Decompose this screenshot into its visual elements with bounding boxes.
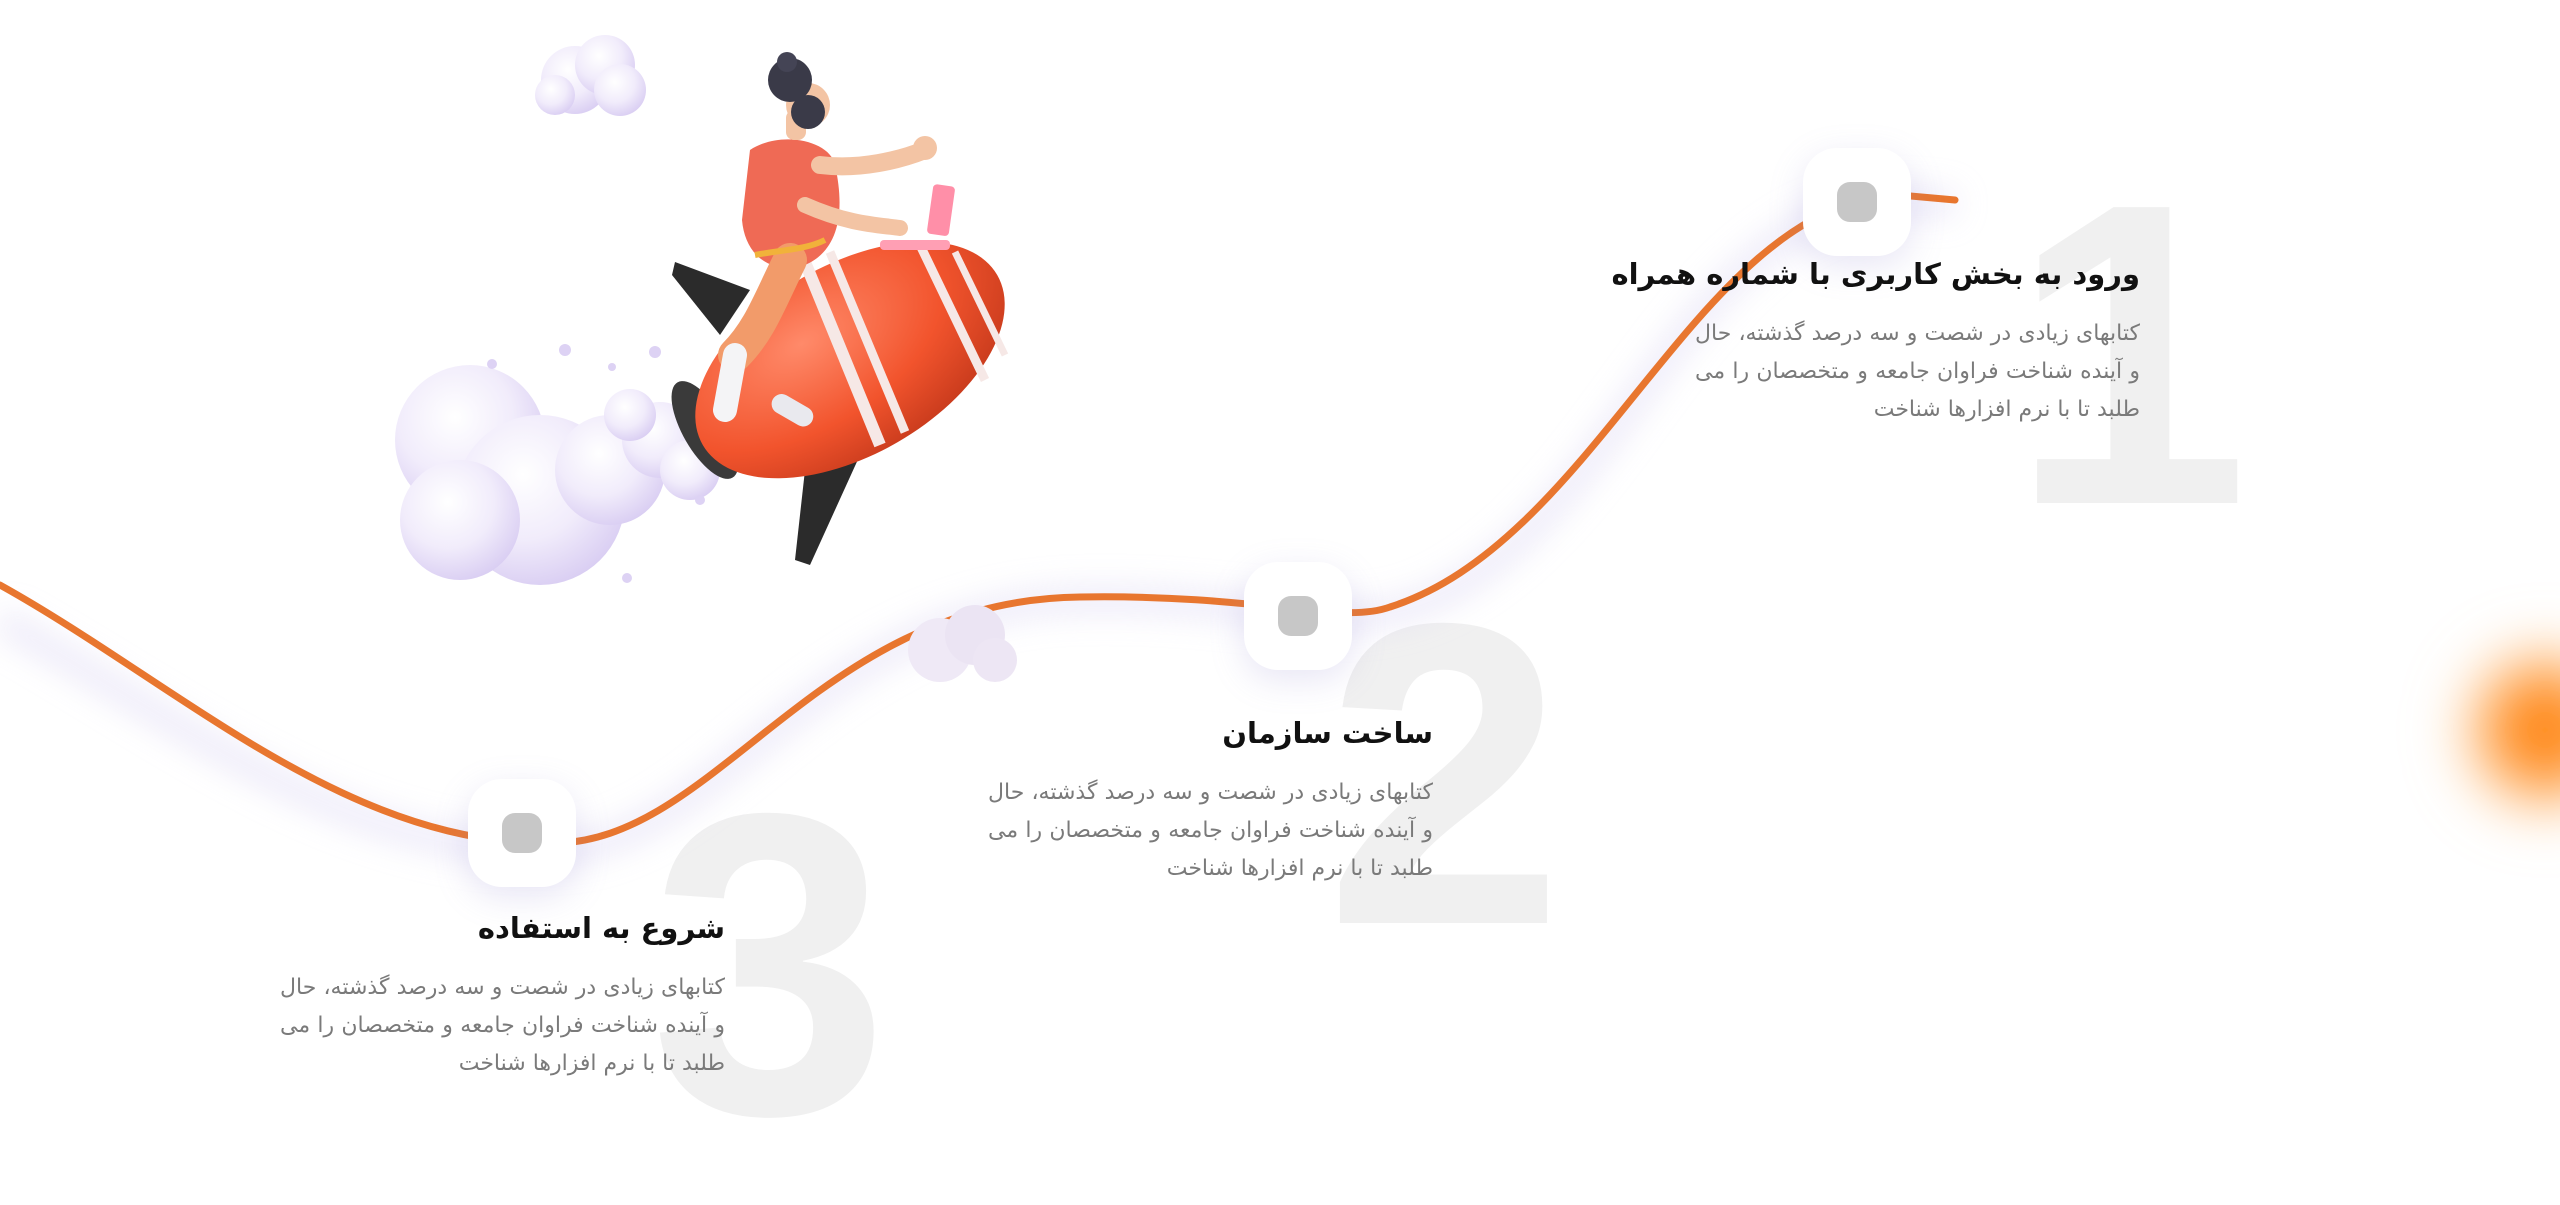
cloud-icon — [908, 605, 1017, 682]
person-riding-rocket-illustration — [671, 52, 1009, 565]
step-1: ورود به بخش کاربری با شماره همراه کتابها… — [1611, 257, 2140, 429]
step-number-2: 2 — [1325, 535, 1565, 1015]
step-2-title: ساخت سازمان — [1222, 716, 1433, 750]
journey-graphic — [0, 35, 2560, 862]
exhaust-cloud-icon — [395, 344, 720, 585]
step-2-marker — [1244, 562, 1352, 670]
step-2-marker-dot — [1278, 596, 1318, 636]
step-3-description: کتابهای زیادی در شصت و سه درصد گذشته، حا… — [280, 975, 725, 1076]
step-3: شروع به استفاده کتابهای زیادی در شصت و س… — [280, 911, 725, 1083]
step-1-description: کتابهای زیادی در شصت و سه درصد گذشته، حا… — [1695, 321, 2140, 422]
step-3-title: شروع به استفاده — [477, 911, 725, 945]
steps-section: 1 2 3 — [0, 35, 2560, 1180]
step-1-marker-dot — [1837, 182, 1877, 222]
step-1-marker — [1803, 148, 1911, 256]
step-3-marker-dot — [502, 813, 542, 853]
step-number-1: 1 — [2010, 115, 2250, 595]
cloud-icon — [535, 35, 646, 116]
step-number-3: 3 — [650, 725, 890, 1205]
step-3-marker — [468, 779, 576, 887]
step-1-title: ورود به بخش کاربری با شماره همراه — [1611, 257, 2140, 291]
journey-curve — [0, 191, 1959, 847]
step-2-description: کتابهای زیادی در شصت و سه درصد گذشته، حا… — [988, 780, 1433, 881]
step-2: ساخت سازمان کتابهای زیادی در شصت و سه در… — [988, 716, 1433, 888]
orange-glow-decoration — [2450, 635, 2560, 825]
